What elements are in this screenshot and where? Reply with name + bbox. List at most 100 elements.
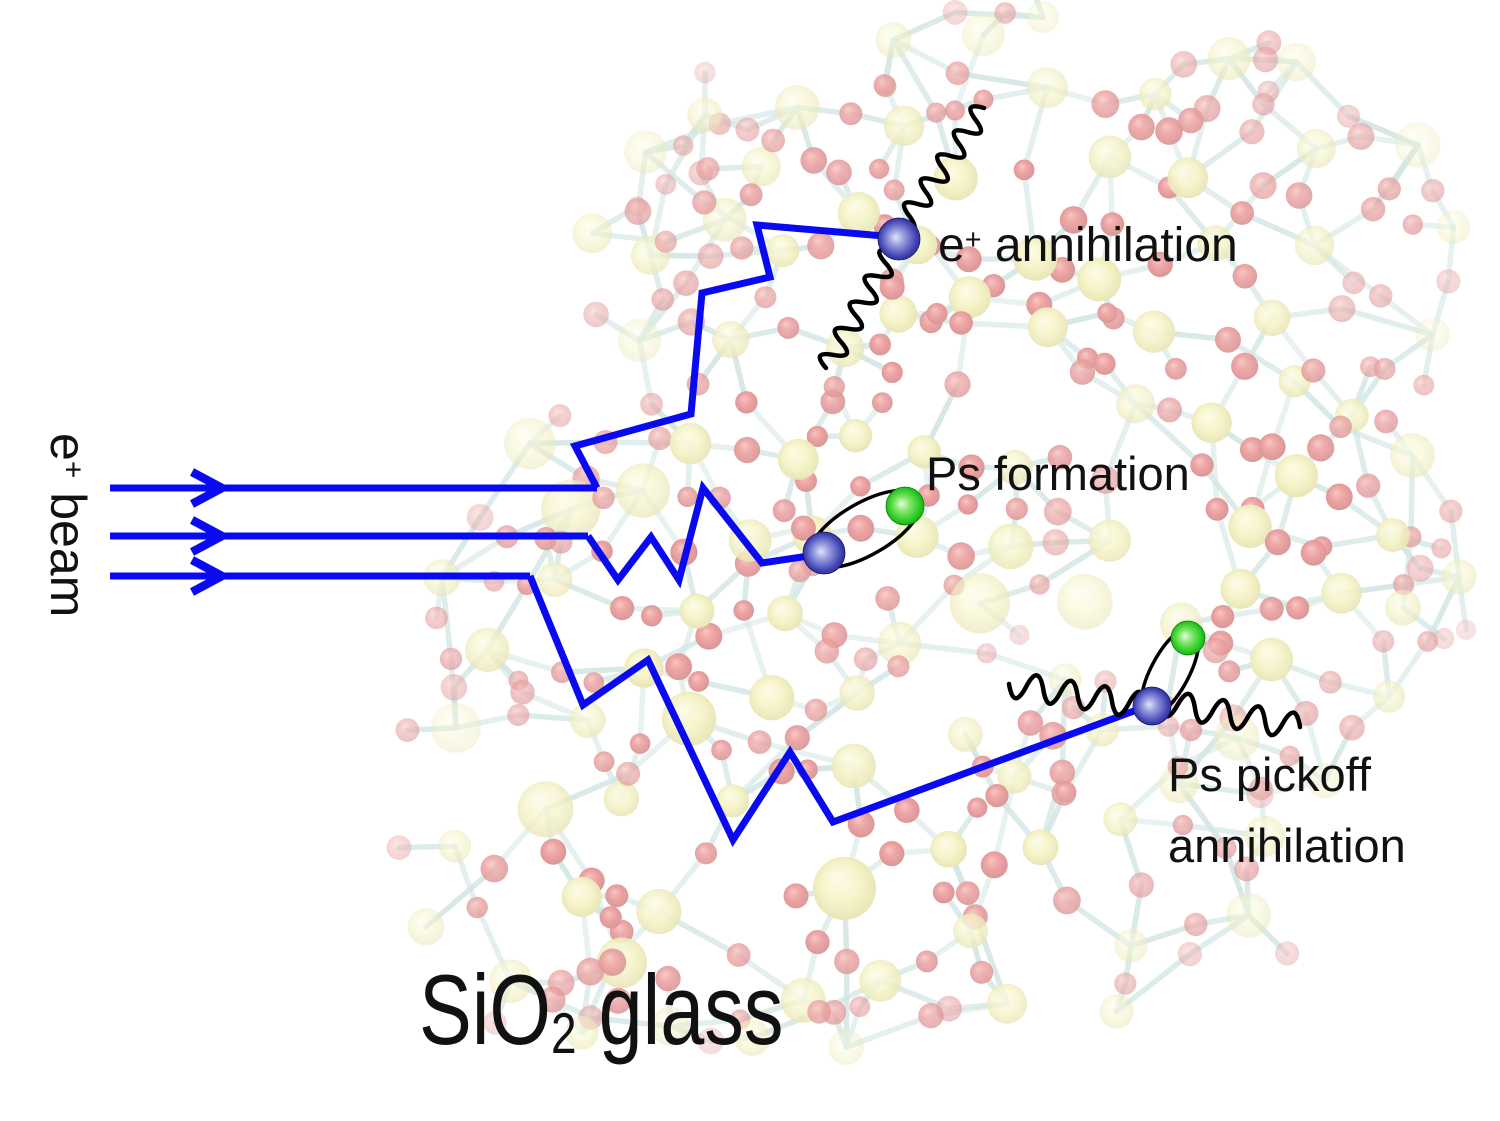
o-atom <box>1264 529 1291 556</box>
o-atom <box>957 494 979 515</box>
o-atom <box>881 361 903 383</box>
ps-formation-label: Ps formation <box>926 447 1190 500</box>
o-atom <box>1252 93 1275 116</box>
si-atom <box>1159 764 1199 804</box>
o-atom <box>1342 271 1366 295</box>
o-atom <box>1337 104 1360 128</box>
o-atom <box>688 671 709 692</box>
o-atom <box>733 600 754 621</box>
o-atom <box>1239 437 1265 463</box>
o-atom <box>967 797 988 818</box>
o-atom <box>894 797 920 823</box>
o-atom <box>847 514 875 542</box>
o-atom <box>1239 119 1265 145</box>
gamma-ray-wave <box>1006 673 1149 717</box>
si-atom <box>948 276 991 319</box>
si-atom <box>1385 589 1421 626</box>
si-atom <box>1088 135 1132 179</box>
positron-sphere <box>877 217 921 261</box>
o-atom <box>507 704 530 726</box>
si-atom <box>766 234 800 268</box>
o-atom <box>1234 856 1259 882</box>
o-atom <box>926 302 948 325</box>
si-atom <box>1373 680 1406 713</box>
o-atom <box>1190 453 1214 477</box>
o-atom <box>806 425 828 448</box>
o-atom <box>395 718 420 742</box>
o-atom <box>918 1003 944 1029</box>
o-atom <box>640 392 663 416</box>
si-atom <box>947 716 983 752</box>
o-atom <box>425 606 448 630</box>
o-atom <box>1093 352 1116 375</box>
o-atom <box>871 392 893 413</box>
o-atom <box>976 643 997 664</box>
si-atom <box>504 417 556 470</box>
si-atom <box>661 691 717 747</box>
si-atom <box>561 876 602 917</box>
o-atom <box>1155 117 1183 145</box>
o-atom <box>1374 409 1398 434</box>
si-atom <box>1226 893 1272 938</box>
o-atom <box>1286 596 1310 620</box>
si-atom <box>859 959 902 1002</box>
si-atom <box>1115 384 1156 424</box>
o-atom <box>1328 295 1356 323</box>
o-atom <box>804 698 828 722</box>
si-atom <box>997 759 1032 794</box>
o-atom <box>711 739 732 761</box>
si-atom <box>1022 829 1059 866</box>
o-atom <box>783 883 809 909</box>
si-atom <box>489 959 533 1003</box>
si-atom <box>541 479 601 539</box>
o-atom <box>1433 627 1455 650</box>
si-atom <box>615 463 671 518</box>
o-atom <box>823 376 845 398</box>
o-atom <box>1193 95 1221 122</box>
si-atom <box>828 1029 864 1065</box>
o-atom <box>949 311 973 335</box>
o-atom <box>784 725 810 751</box>
si-atom <box>1213 714 1260 761</box>
si-atom <box>895 514 939 558</box>
si-atom <box>624 130 668 174</box>
o-atom <box>754 286 777 309</box>
o-atom <box>599 906 622 929</box>
o-atom <box>1439 499 1463 523</box>
o-atom <box>605 987 631 1014</box>
o-atom <box>985 784 1009 808</box>
o-atom <box>1211 605 1235 629</box>
si-atom <box>687 97 723 133</box>
o-atom <box>1091 90 1120 118</box>
o-atom <box>1205 497 1229 521</box>
si-atom <box>465 627 510 673</box>
o-atom <box>1249 172 1277 200</box>
si-atom <box>1277 42 1316 82</box>
o-atom <box>994 2 1016 24</box>
si-atom <box>1321 572 1362 614</box>
o-atom <box>1215 326 1241 353</box>
o-atom <box>1091 465 1120 494</box>
o-atom <box>849 996 871 1018</box>
o-atom <box>1279 745 1301 766</box>
o-atom <box>955 881 980 905</box>
o-atom <box>788 559 812 583</box>
o-atom <box>1421 179 1445 203</box>
o-atom <box>945 100 965 121</box>
si-atom <box>1296 128 1336 169</box>
si-atom <box>875 22 912 58</box>
o-atom <box>1157 397 1182 423</box>
o-atom <box>1285 182 1313 209</box>
o-atom <box>1043 497 1072 526</box>
si-atom <box>537 561 573 598</box>
o-atom <box>739 183 763 207</box>
o-atom <box>696 157 720 181</box>
si-atom <box>1253 299 1291 337</box>
o-atom <box>834 948 860 975</box>
o-atom <box>942 0 968 25</box>
o-atom <box>641 605 663 627</box>
o-atom <box>777 316 800 339</box>
o-atom <box>605 884 629 908</box>
